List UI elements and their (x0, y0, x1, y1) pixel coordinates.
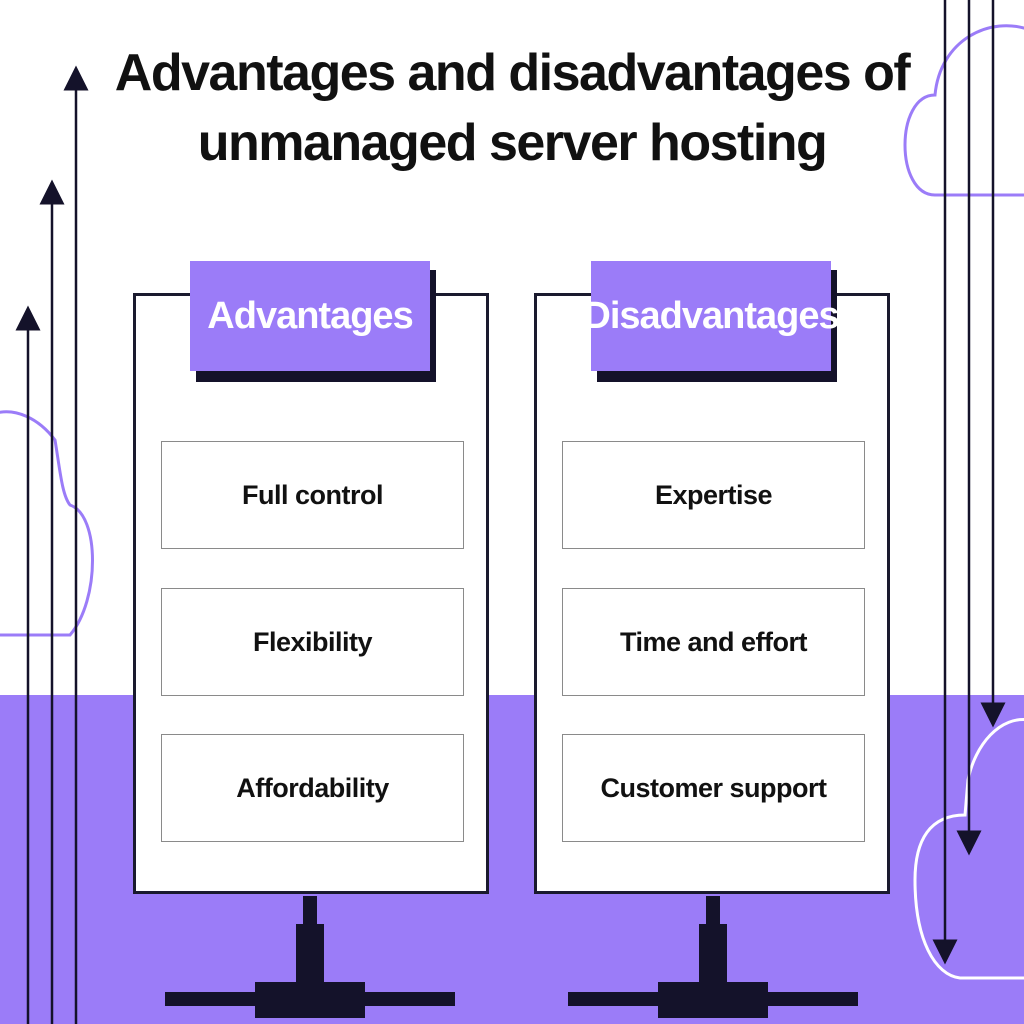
advantage-item: Flexibility (161, 588, 464, 696)
disadvantages-heading: Disadvantages (583, 261, 840, 371)
title-line-1: Advantages and disadvantages of (114, 44, 911, 102)
page-title: Advantages and disadvantages of unmanage… (0, 38, 1024, 178)
cloud-icon (913, 717, 1024, 980)
disadvantage-item: Customer support (562, 734, 865, 842)
monitor-stand-icon (568, 896, 858, 1018)
disadvantage-item: Time and effort (562, 588, 865, 696)
title-line-2: unmanaged server hosting (197, 114, 828, 172)
monitor-stand-icon (165, 896, 455, 1018)
disadvantage-item: Expertise (562, 441, 865, 549)
cloud-icon (0, 410, 94, 637)
advantages-heading: Advantages (190, 261, 430, 371)
advantage-item: Affordability (161, 734, 464, 842)
advantage-item: Full control (161, 441, 464, 549)
cloud-icon (903, 24, 1024, 197)
